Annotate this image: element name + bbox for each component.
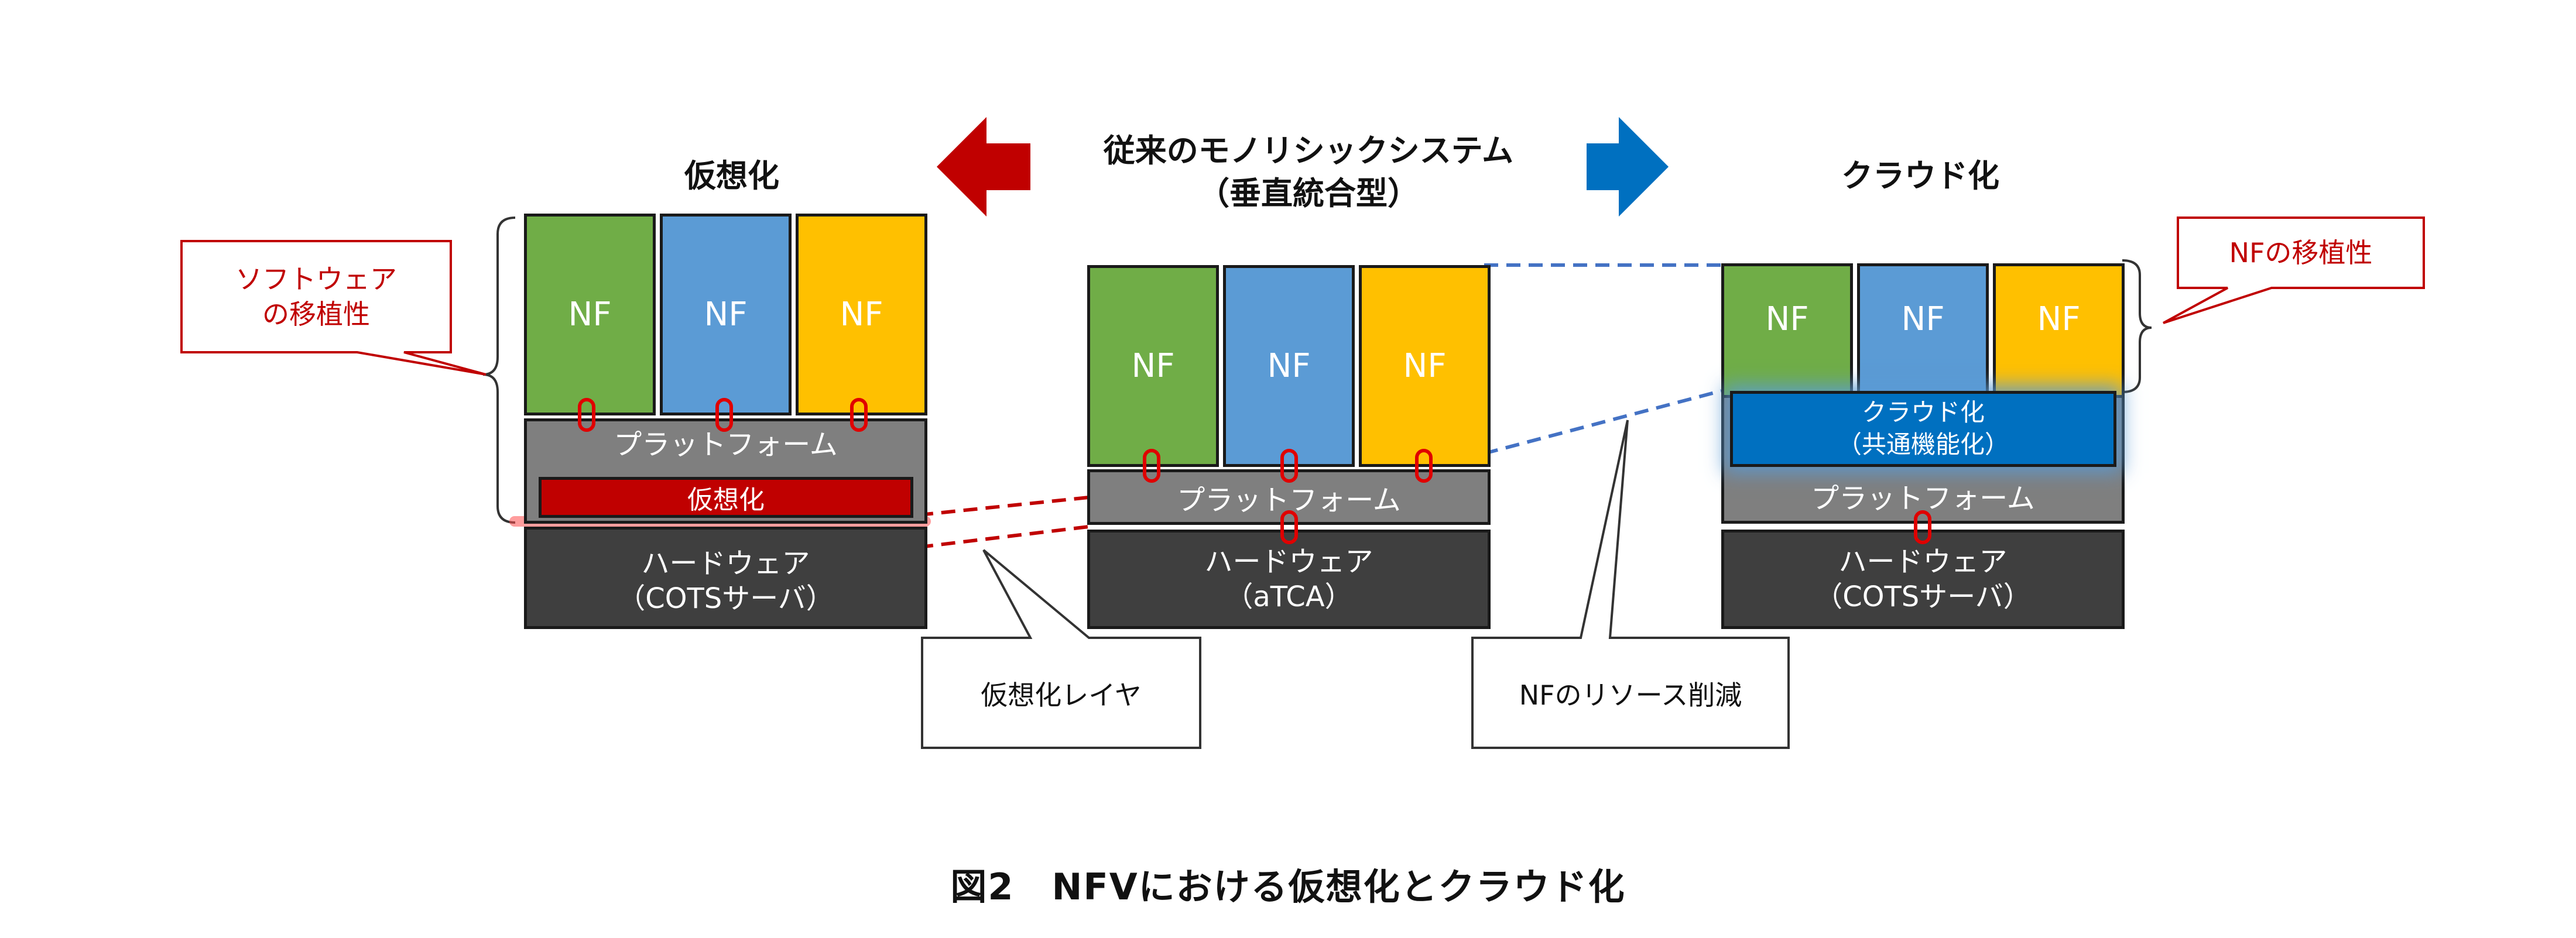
right-cloud-line1: クラウド化 xyxy=(1861,398,1985,427)
center-title-line2: （垂直統合型） xyxy=(1198,175,1419,212)
left-nf-green: NF xyxy=(524,214,656,415)
middle-nf-green: NF xyxy=(1087,265,1219,467)
callout-nf-portability: NFの移植性 xyxy=(2229,236,2373,269)
left-hardware-line2: （COTSサーバ） xyxy=(617,582,834,615)
left-nf-yellow: NF xyxy=(796,214,927,415)
middle-hardware-line2: （aTCA） xyxy=(1225,580,1353,613)
arrow-right-icon xyxy=(1587,117,1669,217)
left-hardware: ハードウェア （COTSサーバ） xyxy=(524,527,927,629)
right-hardware-line1: ハードウェア xyxy=(1838,545,2008,578)
center-title: 従来のモノリシックシステム （垂直統合型） xyxy=(1030,123,1587,222)
dashed-line-red-upper xyxy=(919,496,1090,517)
right-platform-label: プラットフォーム xyxy=(1811,482,2035,515)
callout-nf-portability-shape xyxy=(2163,217,2425,324)
right-cloud-line2: （共通機能化） xyxy=(1837,430,2009,459)
ring-icon xyxy=(1280,510,1298,544)
right-nf-blue: NF xyxy=(1857,263,1989,398)
arrow-left-icon xyxy=(937,117,1030,217)
right-hardware-line2: （COTSサーバ） xyxy=(1814,580,2032,613)
left-platform-label: プラットフォーム xyxy=(614,428,838,461)
callout-software-portability-shape xyxy=(180,240,487,376)
right-heading: クラウド化 xyxy=(1841,157,1999,194)
callout-software-portability-line1: ソフトウェア xyxy=(235,263,397,295)
ring-icon xyxy=(1914,510,1931,544)
left-heading: 仮想化 xyxy=(684,157,779,194)
left-hardware-line1: ハードウェア xyxy=(641,547,810,580)
right-brace xyxy=(2122,259,2152,393)
callout-resource-reduction-shape xyxy=(1471,420,1790,749)
ring-icon xyxy=(578,398,595,432)
middle-nf-yellow: NF xyxy=(1359,265,1491,467)
ring-icon xyxy=(1415,449,1433,483)
figure-caption: 図2 NFVにおける仮想化とクラウド化 xyxy=(950,865,1626,908)
right-nf-green: NF xyxy=(1721,263,1853,398)
callout-software-portability: ソフトウェア の移植性 xyxy=(181,246,451,348)
ring-icon xyxy=(1280,449,1298,483)
ring-icon xyxy=(850,398,868,432)
right-cloud-layer: クラウド化 （共通機能化） xyxy=(1730,391,2116,467)
callout-virtualization-layer-shape xyxy=(921,549,1201,749)
dashed-line-red-lower xyxy=(919,525,1090,549)
middle-nf-blue: NF xyxy=(1223,265,1355,467)
callout-software-portability-line2: の移植性 xyxy=(262,298,370,330)
center-title-line1: 従来のモノリシックシステム xyxy=(1103,132,1514,170)
ring-icon xyxy=(715,398,733,432)
middle-hardware-line1: ハードウェア xyxy=(1204,545,1373,578)
ring-icon xyxy=(1143,449,1160,483)
left-virtualization-layer: 仮想化 xyxy=(539,477,913,518)
dashed-line-blue-lower xyxy=(1484,389,1722,455)
middle-hardware: ハードウェア （aTCA） xyxy=(1087,530,1491,629)
right-hardware: ハードウェア （COTSサーバ） xyxy=(1721,530,2125,629)
left-nf-blue: NF xyxy=(660,214,792,415)
callout-virtualization-layer: 仮想化レイヤ xyxy=(981,679,1142,711)
callout-resource-reduction: NFのリソース削減 xyxy=(1519,679,1742,711)
